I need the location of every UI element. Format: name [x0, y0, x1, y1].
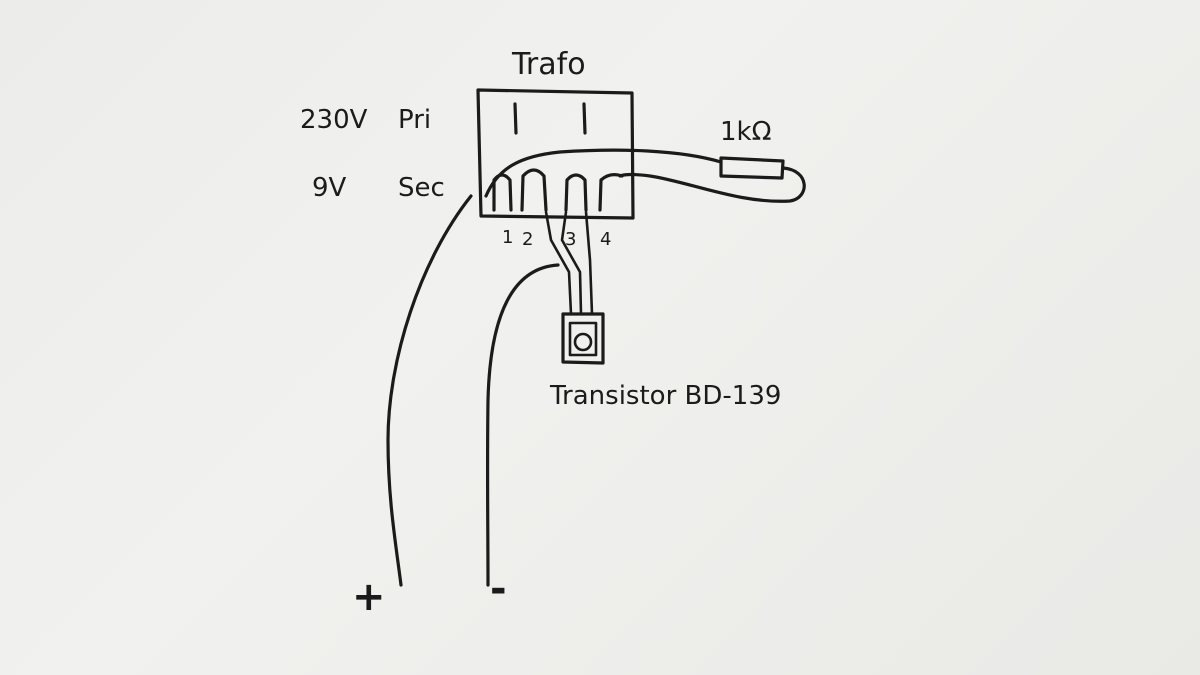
pin-3-label: 3 [565, 229, 576, 250]
wire-plus [386, 194, 473, 587]
pin-4-label: 4 [600, 229, 611, 250]
resistor-body [719, 156, 785, 180]
transistor-mounting-hole [573, 332, 593, 352]
wire-resistor-to-pin4 [618, 166, 806, 203]
pin-2-label: 2 [522, 229, 533, 250]
secondary-pin-3 [564, 173, 588, 212]
secondary-pin-4 [598, 173, 624, 212]
wire-minus [485, 263, 560, 587]
transformer-body [476, 88, 635, 220]
wire-pin4-to-transistor [584, 210, 594, 316]
resistor-label: 1kΩ [720, 117, 771, 147]
transistor-tab [568, 321, 598, 357]
minus-terminal-label: - [490, 566, 507, 612]
transformer-title: Trafo [511, 47, 586, 82]
secondary-label: Sec [398, 173, 445, 203]
wire-pin1-to-resistor [484, 148, 723, 198]
secondary-pin-2 [520, 168, 548, 212]
primary-voltage-label: 230V [300, 105, 368, 135]
transistor-label: Transistor BD-139 [549, 381, 781, 411]
pin-1-label: 1 [502, 227, 513, 248]
transistor-package [561, 312, 605, 365]
primary-winding-mark-2 [582, 102, 587, 135]
primary-winding-mark-1 [513, 102, 518, 135]
primary-label: Pri [398, 105, 431, 135]
secondary-voltage-label: 9V [312, 173, 347, 203]
plus-terminal-label: + [352, 574, 386, 620]
wire-pin2-to-transistor [544, 210, 573, 316]
wire-pin3-to-transistor [560, 210, 583, 316]
